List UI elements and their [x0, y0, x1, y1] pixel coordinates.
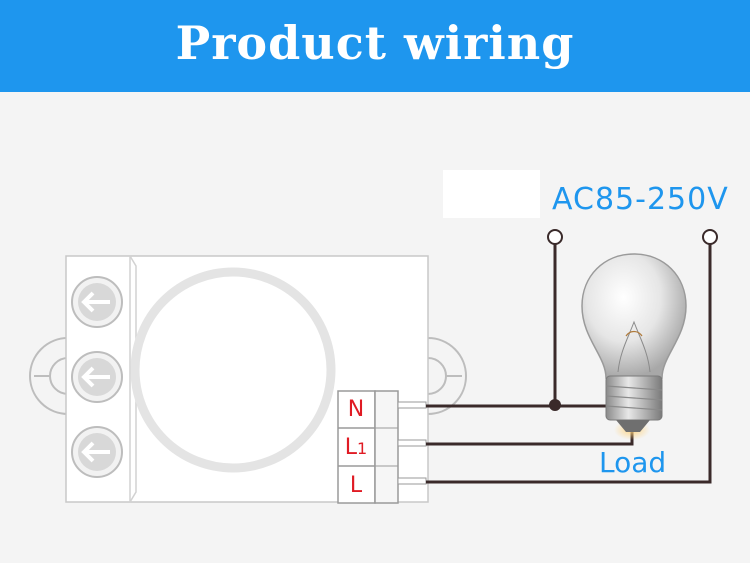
wire-l1 — [426, 432, 634, 446]
arrow-left-icon[interactable] — [71, 351, 123, 403]
wiring-diagram — [29, 229, 718, 504]
terminal-l-label: L — [349, 473, 363, 498]
arrow-left-icon[interactable] — [71, 426, 123, 478]
mounting-ear-left — [29, 337, 69, 415]
page-title: Product wiring — [175, 16, 575, 70]
terminal-l1-label: L1 — [344, 435, 368, 460]
junction-dot — [549, 399, 561, 411]
mounting-ear-right — [427, 337, 467, 415]
terminal-block — [337, 390, 376, 504]
load-label: Load — [599, 446, 667, 479]
sensor-lens — [130, 267, 336, 473]
terminal-n-label: N — [347, 397, 365, 422]
terminal-circle-icon — [702, 229, 718, 245]
label-placeholder-box — [443, 170, 540, 218]
light-bulb-icon — [581, 253, 687, 440]
supply-voltage-label: AC85-250V — [552, 182, 729, 217]
terminal-circle-icon — [547, 229, 563, 245]
header-banner: Product wiring — [0, 0, 750, 92]
arrow-left-icon[interactable] — [71, 276, 123, 328]
wire-l — [426, 244, 712, 484]
